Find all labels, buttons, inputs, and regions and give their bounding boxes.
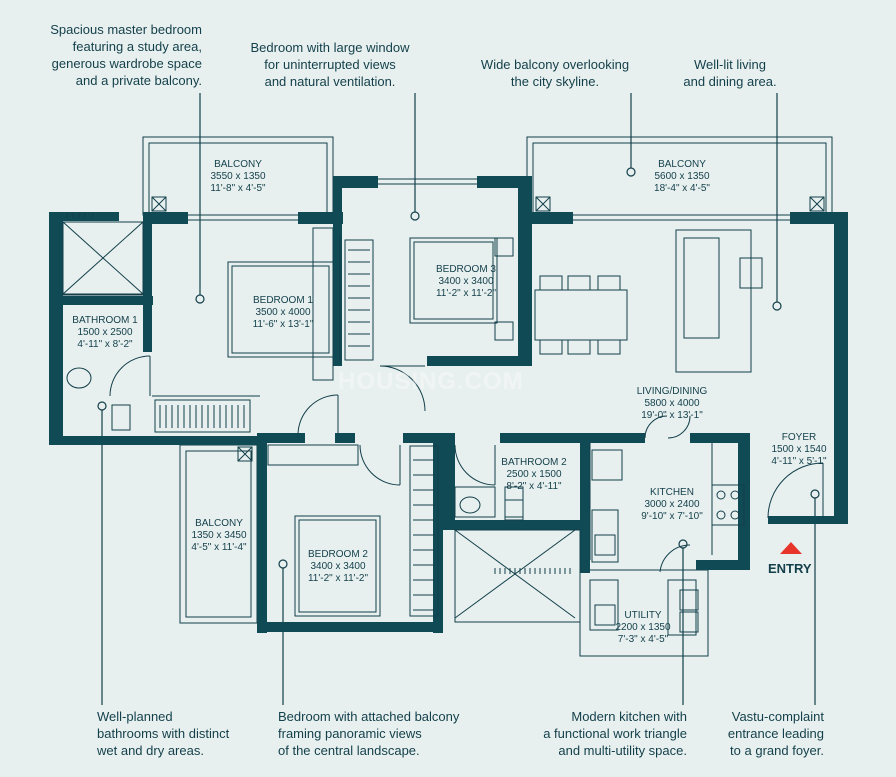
callout-master-bedroom: Spacious master bedroom featuring a stud… [50,22,202,88]
room-labels: BALCONY 3550 x 1350 11'-8" x 4'-5" BALCO… [72,159,827,645]
callout-wide-balcony: Wide balcony overlooking the city skylin… [480,57,630,89]
callout-foyer: Vastu-complaint entrance leading to a gr… [727,709,824,758]
windows [92,178,790,221]
bedroom1-size: 3500 x 4000 [255,307,310,318]
bedroom3-imperial: 11'-2" x 11'-2" [436,288,496,299]
callout-bedroom-balcony: Bedroom with attached balcony framing pa… [278,709,460,758]
foyer-size: 1500 x 1540 [771,444,826,455]
furniture [66,229,763,633]
bathroom1-name: BATHROOM 1 [72,315,138,326]
balcony-top-left-name: BALCONY [214,159,262,170]
bathroom2-imperial: 8'-2" x 4'-11" [506,481,562,492]
callout-bedroom-window: Bedroom with large window for uninterrup… [250,40,410,89]
balcony-markers [151,196,825,462]
balcony-left-imperial: 4'-5" x 11'-4" [191,542,247,553]
utility-imperial: 7'-3" x 4'-5" [618,634,669,645]
balcony-top-left-imperial: 11'-8" x 4'-5" [210,183,266,194]
entry-label: ENTRY [768,561,812,576]
utility-size: 2200 x 1350 [615,622,670,633]
partitions [62,221,713,636]
balcony-left-name: BALCONY [195,518,243,529]
bedroom3-size: 3400 x 3400 [438,276,493,287]
doors [109,355,824,573]
wardrobes [66,213,571,611]
kitchen-imperial: 9'-10" x 7'-10" [641,511,703,522]
kitchen-name: KITCHEN [650,487,694,498]
living-imperial: 19'-0" x 13'-1" [641,410,703,421]
bathroom1-size: 1500 x 2500 [77,327,132,338]
balcony-top-right-name: BALCONY [658,159,706,170]
callout-living: Well-lit living and dining area. [683,57,777,89]
bathroom2-name: BATHROOM 2 [501,457,567,468]
living-size: 5800 x 4000 [644,398,699,409]
balcony-top-right-size: 5600 x 1350 [654,171,709,182]
balcony-top-right-imperial: 18'-4" x 4'-5" [654,183,710,194]
watermark: HOUSING.COM [338,368,524,395]
entry-arrow-icon [780,542,802,554]
bathroom1-imperial: 4'-11" x 8'-2" [77,339,133,350]
foyer-name: FOYER [782,432,816,443]
callout-bathrooms: Well-planned bathrooms with distinct wet… [97,709,230,758]
balcony-left-size: 1350 x 3450 [191,530,246,541]
walls [49,176,848,633]
bedroom3-name: BEDROOM 3 [436,264,496,275]
callout-kitchen: Modern kitchen with a functional work tr… [543,709,687,758]
living-name: LIVING/DINING [637,386,708,397]
kitchen-size: 3000 x 2400 [644,499,699,510]
bedroom1-imperial: 11'-6" x 13'-1" [253,319,314,330]
utility-name: UTILITY [624,610,662,621]
leader-lines [97,93,820,705]
bedroom2-size: 3400 x 3400 [310,561,365,572]
bedroom2-imperial: 11'-2" x 11'-2" [308,573,368,584]
bedroom1-name: BEDROOM 1 [253,295,313,306]
bedroom2-name: BEDROOM 2 [308,549,368,560]
balcony-top-left-size: 3550 x 1350 [210,171,265,182]
bathroom2-size: 2500 x 1500 [506,469,561,480]
foyer-imperial: 4'-11" x 5'-1" [771,456,827,467]
